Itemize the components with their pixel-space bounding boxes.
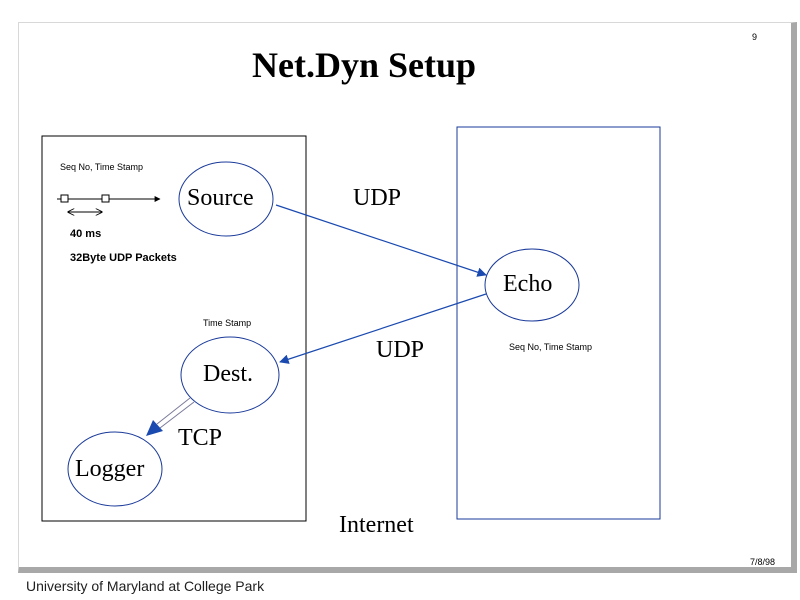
page-number: 9 <box>752 32 758 42</box>
packet-marker <box>60 194 69 203</box>
tcp-arrow-head <box>146 420 163 436</box>
tcp-arrow-line <box>156 397 191 425</box>
internet-label: Internet <box>339 512 414 538</box>
udp-back-arrow <box>279 293 487 364</box>
dest-node <box>180 336 280 414</box>
udp-out-arrow <box>275 204 487 277</box>
logger-label: Logger <box>75 456 145 482</box>
remote-host-box <box>456 126 661 520</box>
packet-marker <box>101 194 110 203</box>
interval-label: 40 ms <box>70 228 102 240</box>
packet-size-label: 32Byte UDP Packets <box>70 252 177 264</box>
dest-label: Dest. <box>203 361 253 387</box>
tcp-label: TCP <box>178 425 223 451</box>
echo-seq-timestamp-label: Seq No, Time Stamp <box>509 342 593 352</box>
dest-timestamp-label: Time Stamp <box>203 318 252 328</box>
seq-timestamp-label: Seq No, Time Stamp <box>60 162 144 172</box>
local-host-box <box>41 135 307 522</box>
tcp-arrow-line <box>159 401 195 429</box>
source-node <box>178 161 274 237</box>
slide-date: 7/8/98 <box>750 557 776 567</box>
udp-back-label: UDP <box>376 337 425 363</box>
udp-out-label: UDP <box>353 185 402 211</box>
source-label: Source <box>187 185 254 211</box>
footer-institution: University of Maryland at College Park <box>26 578 265 594</box>
logger-node <box>67 431 163 507</box>
echo-label: Echo <box>503 271 553 297</box>
echo-node <box>484 248 580 322</box>
slide-title: Net.Dyn Setup <box>252 45 477 85</box>
